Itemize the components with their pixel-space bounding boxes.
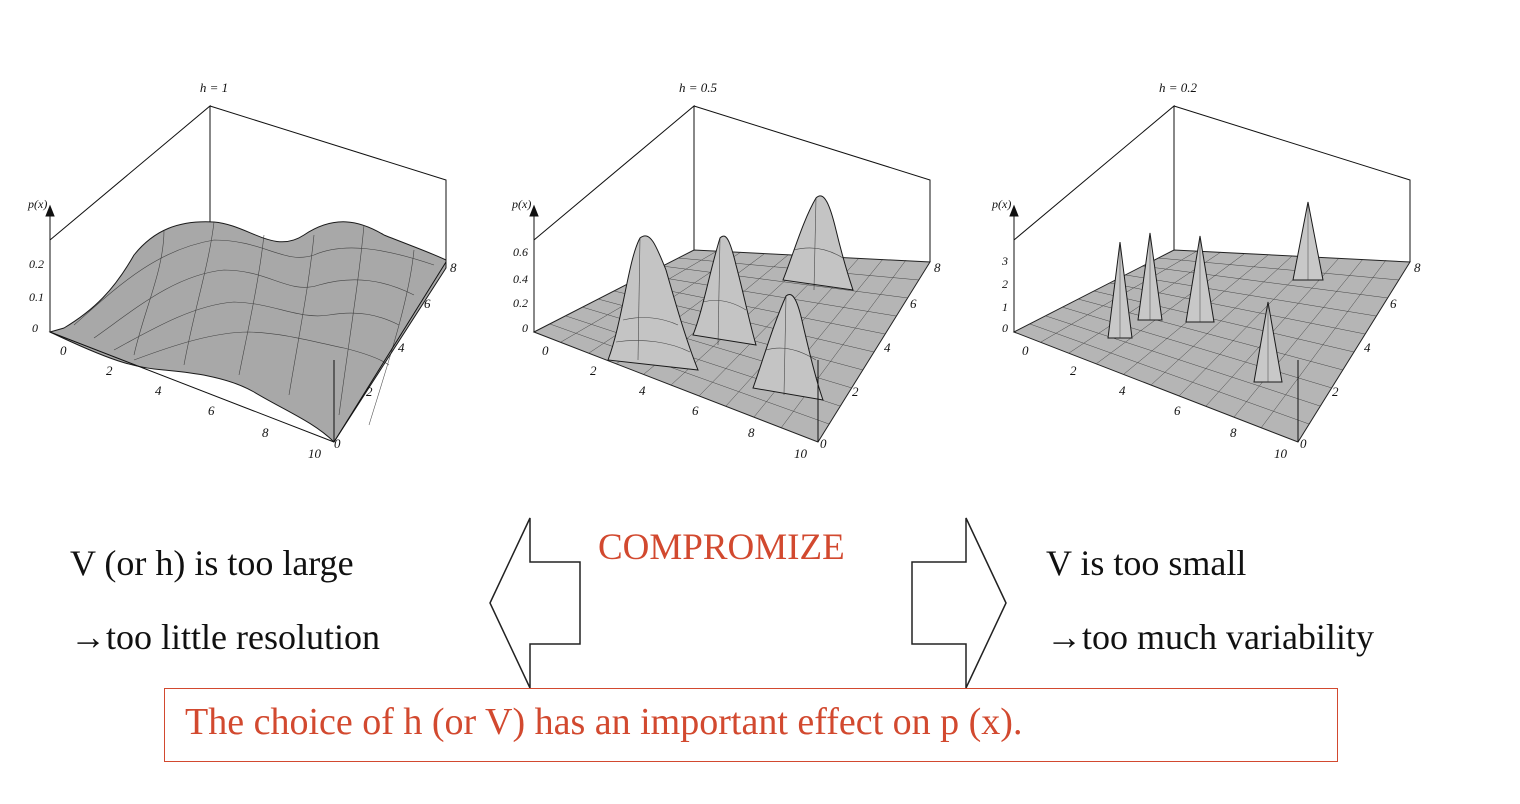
plot-h1-svg: h = 1 p(x) 0 bbox=[27, 80, 457, 461]
x-tick: 0 bbox=[60, 343, 67, 358]
x-tick: 0 bbox=[1022, 343, 1029, 358]
y-tick: 2 bbox=[366, 384, 373, 399]
z-axis bbox=[1009, 204, 1019, 332]
x-tick: 4 bbox=[155, 383, 162, 398]
y-tick: 2 bbox=[852, 384, 859, 399]
z-tick: 0.2 bbox=[29, 257, 44, 271]
plot-h02-svg: h = 0.2 bbox=[991, 80, 1421, 461]
y-tick: 6 bbox=[910, 296, 917, 311]
z-tick: 1 bbox=[1002, 300, 1008, 314]
z-tick: 2 bbox=[1002, 277, 1008, 291]
x-tick: 10 bbox=[794, 446, 808, 461]
x-tick: 2 bbox=[106, 363, 113, 378]
x-tick: 6 bbox=[208, 403, 215, 418]
x-tick: 6 bbox=[692, 403, 699, 418]
plot-title: h = 0.5 bbox=[679, 80, 718, 95]
y-tick: 8 bbox=[450, 260, 457, 275]
peaks bbox=[607, 195, 854, 401]
right-arrow-icon bbox=[908, 516, 1008, 690]
plot-h05: h = 0.5 bbox=[498, 70, 958, 470]
z-tick: 0 bbox=[32, 321, 38, 335]
z-tick: 0.4 bbox=[513, 272, 528, 286]
y-tick: 6 bbox=[424, 296, 431, 311]
x-tick: 8 bbox=[748, 425, 755, 440]
y-tick: 8 bbox=[1414, 260, 1421, 275]
left-text-line2: →too little resolution bbox=[70, 617, 380, 657]
y-tick: 4 bbox=[884, 340, 891, 355]
x-tick: 10 bbox=[1274, 446, 1288, 461]
conclusion-text: The choice of h (or V) has an important … bbox=[185, 701, 1023, 743]
y-tick: 6 bbox=[1390, 296, 1397, 311]
z-tick: 0 bbox=[522, 321, 528, 335]
plot-title: h = 1 bbox=[200, 80, 228, 95]
plot-box-front bbox=[49, 261, 447, 443]
peaks-mesh bbox=[615, 197, 844, 396]
plot-h1: h = 1 p(x) 0 bbox=[14, 70, 474, 470]
x-tick: 10 bbox=[308, 446, 322, 461]
z-tick: 0.6 bbox=[513, 245, 528, 259]
plot-h02: h = 0.2 bbox=[978, 70, 1438, 470]
right-text-line1: V is too small bbox=[1046, 543, 1247, 583]
y-tick: 8 bbox=[934, 260, 941, 275]
z-axis-label: p(x) bbox=[27, 197, 47, 211]
z-axis-label: p(x) bbox=[991, 197, 1011, 211]
z-tick: 0.1 bbox=[29, 290, 44, 304]
left-text-line1: V (or h) is too large bbox=[70, 543, 354, 583]
surface-mesh bbox=[73, 221, 435, 426]
y-tick: 4 bbox=[1364, 340, 1371, 355]
x-tick: 0 bbox=[542, 343, 549, 358]
conclusion-box: The choice of h (or V) has an important … bbox=[164, 688, 1338, 762]
y-tick: 0 bbox=[334, 436, 341, 451]
y-tick: 4 bbox=[398, 340, 405, 355]
x-tick: 8 bbox=[262, 425, 269, 440]
x-tick: 6 bbox=[1174, 403, 1181, 418]
z-axis bbox=[529, 204, 539, 332]
y-tick: 2 bbox=[1332, 384, 1339, 399]
x-tick: 2 bbox=[590, 363, 597, 378]
y-tick: 0 bbox=[820, 436, 827, 451]
z-tick: 0 bbox=[1002, 321, 1008, 335]
plot-title: h = 0.2 bbox=[1159, 80, 1198, 95]
floor-grid bbox=[1012, 249, 1411, 443]
x-tick: 8 bbox=[1230, 425, 1237, 440]
compromise-label: COMPROMIZE bbox=[598, 527, 845, 568]
spikes-mesh bbox=[1119, 202, 1309, 382]
plot-h05-svg: h = 0.5 bbox=[511, 80, 941, 461]
x-tick: 4 bbox=[1119, 383, 1126, 398]
z-tick: 0.2 bbox=[513, 296, 528, 310]
right-text-line2: →too much variability bbox=[1046, 617, 1374, 657]
z-axis-label: p(x) bbox=[511, 197, 531, 211]
x-tick: 2 bbox=[1070, 363, 1077, 378]
x-tick: 4 bbox=[639, 383, 646, 398]
y-tick: 0 bbox=[1300, 436, 1307, 451]
left-arrow-icon bbox=[488, 516, 588, 690]
z-axis bbox=[45, 204, 55, 332]
z-tick: 3 bbox=[1001, 254, 1008, 268]
